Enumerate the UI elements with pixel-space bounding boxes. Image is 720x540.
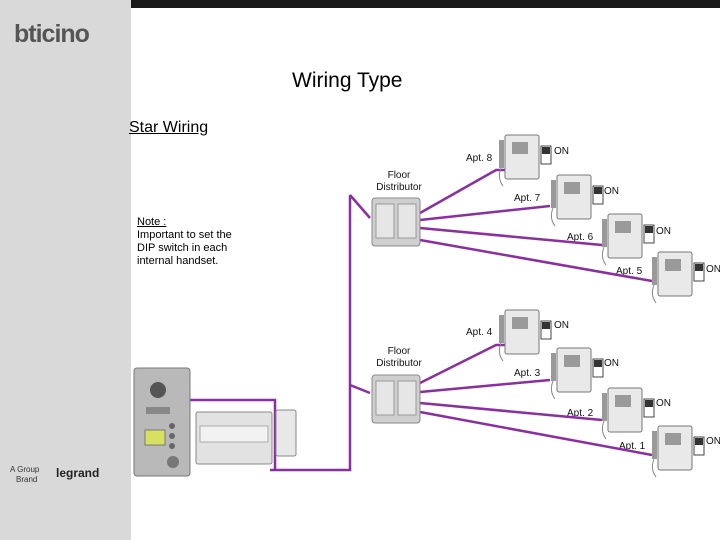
riser-wire: [270, 195, 352, 472]
floor-distributor-lower: [371, 374, 421, 424]
handset-apt-5: [651, 251, 705, 304]
star-wire-apt-7: [419, 204, 551, 222]
note-line-1: Important to set the: [137, 229, 232, 241]
star-wire-apt-3: [419, 378, 551, 394]
feed-wire-lower: [349, 383, 371, 395]
apt-label-1: Apt. 1: [619, 441, 646, 452]
handset-apt-7: [550, 174, 604, 227]
handset-apt-1: [651, 425, 705, 478]
handset-apt-3: [550, 347, 604, 400]
entrance-panel: [133, 367, 191, 477]
distributor-label-line1: Floor: [387, 346, 411, 357]
on-label-4: ON: [554, 320, 569, 331]
note-heading: Note :: [137, 216, 167, 228]
on-label-3: ON: [604, 358, 619, 369]
on-label-8: ON: [554, 146, 569, 157]
apt-label-7: Apt. 7: [514, 193, 541, 204]
distributor-label-line2: Distributor: [376, 358, 422, 369]
top-bar: [131, 0, 720, 8]
sidebar: [0, 0, 131, 540]
handset-apt-4: [498, 309, 552, 362]
slide-subtitle: Star Wiring: [129, 119, 209, 136]
floor-distributor-label-upper: Floor Distributor: [364, 170, 434, 194]
on-label-5: ON: [706, 264, 720, 275]
on-label-2: ON: [656, 398, 671, 409]
note-line-3: internal handset.: [137, 255, 219, 267]
apt-label-8: Apt. 8: [466, 153, 493, 164]
star-wire-apt-8: [419, 168, 505, 215]
note-line-2: DIP switch in each: [137, 242, 228, 254]
floor-distributor-label-lower: Floor Distributor: [364, 346, 434, 370]
power-supply: [195, 409, 297, 465]
star-wire-apt-6: [419, 226, 603, 247]
distributor-label-line2: Distributor: [376, 182, 422, 193]
handsets: [498, 134, 705, 478]
apt-label-2: Apt. 2: [567, 408, 594, 419]
star-wire-apt-4: [419, 343, 505, 385]
floor-distributor-upper: [371, 197, 421, 247]
handset-apt-6: [601, 213, 655, 266]
apt-label-3: Apt. 3: [514, 368, 541, 379]
bticino-logo: bticino: [14, 20, 90, 48]
star-wire-apt-2: [419, 401, 603, 422]
apt-label-6: Apt. 6: [567, 232, 594, 243]
on-label-1: ON: [706, 436, 720, 447]
legrand-logo: legrand: [56, 466, 100, 480]
slide-title: Wiring Type: [292, 69, 403, 92]
group-label: A Group: [10, 465, 40, 474]
handset-apt-2: [601, 387, 655, 440]
apt-label-4: Apt. 4: [466, 327, 493, 338]
note-text: Note : Important to set the DIP switch i…: [137, 216, 232, 268]
apt-label-5: Apt. 5: [616, 266, 643, 277]
brand-label: Brand: [16, 475, 38, 484]
on-label-6: ON: [656, 226, 671, 237]
distributor-label-line1: Floor: [387, 170, 411, 181]
on-label-7: ON: [604, 186, 619, 197]
star-wire-apt-5: [419, 238, 653, 283]
feed-wire-upper: [349, 194, 371, 219]
star-wire-apt-1: [419, 410, 653, 457]
handset-apt-8: [498, 134, 552, 187]
